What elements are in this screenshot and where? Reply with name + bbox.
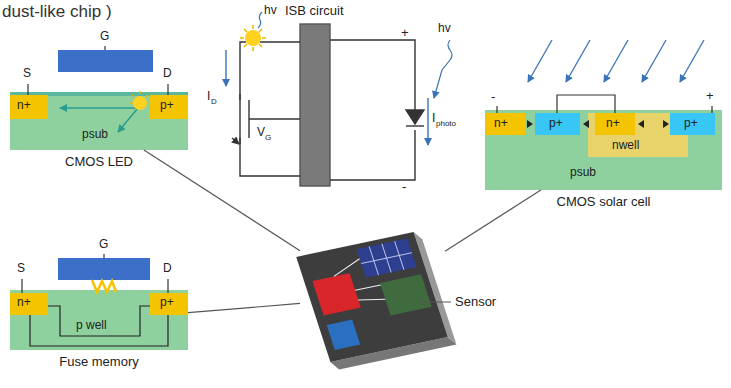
node-heading: Fuse memory [59,355,138,370]
node-heading: Sensor [455,295,496,310]
label: I [207,90,210,104]
label: hv [264,4,277,18]
label: p+ [160,99,174,113]
label: V [257,126,265,140]
label: n+ [606,117,620,131]
label: S [23,67,31,81]
label: nwell [612,139,639,153]
node-heading: CMOS solar cell [557,195,651,210]
label: + [706,89,714,104]
label: - [491,90,495,105]
label: D [163,262,172,276]
isb-circuit [226,12,452,186]
label: p well [76,319,107,333]
label: D [211,97,217,106]
label: hv [438,22,451,36]
label: n+ [17,296,31,310]
label: G [265,133,271,142]
label: - [402,180,406,195]
chip-node: Sensor [300,235,445,360]
connector [445,190,541,251]
label: + [401,26,409,41]
label: G [99,238,108,252]
label: ISB circuit [285,4,344,19]
label: p+ [684,117,698,131]
label: D [163,67,172,81]
solar-cross-section [485,95,722,190]
label: psub [82,128,108,142]
label: G [100,30,109,44]
connector [144,150,300,251]
label: n+ [494,117,508,131]
label: photo [436,119,456,128]
chip [296,231,456,371]
label: n+ [17,99,31,113]
title: dust-like chip ) [2,2,112,22]
label: S [17,262,25,276]
connector [188,303,300,312]
light-emitter [240,25,266,51]
leader-line [420,302,451,303]
fuse-cross-section [10,254,188,350]
node-heading: CMOS LED [65,155,133,170]
label: p+ [549,117,563,131]
light-rays [528,40,704,82]
label: I [432,112,435,126]
label: psub [570,166,596,180]
led-cross-section [10,46,188,150]
label: p+ [160,296,174,310]
